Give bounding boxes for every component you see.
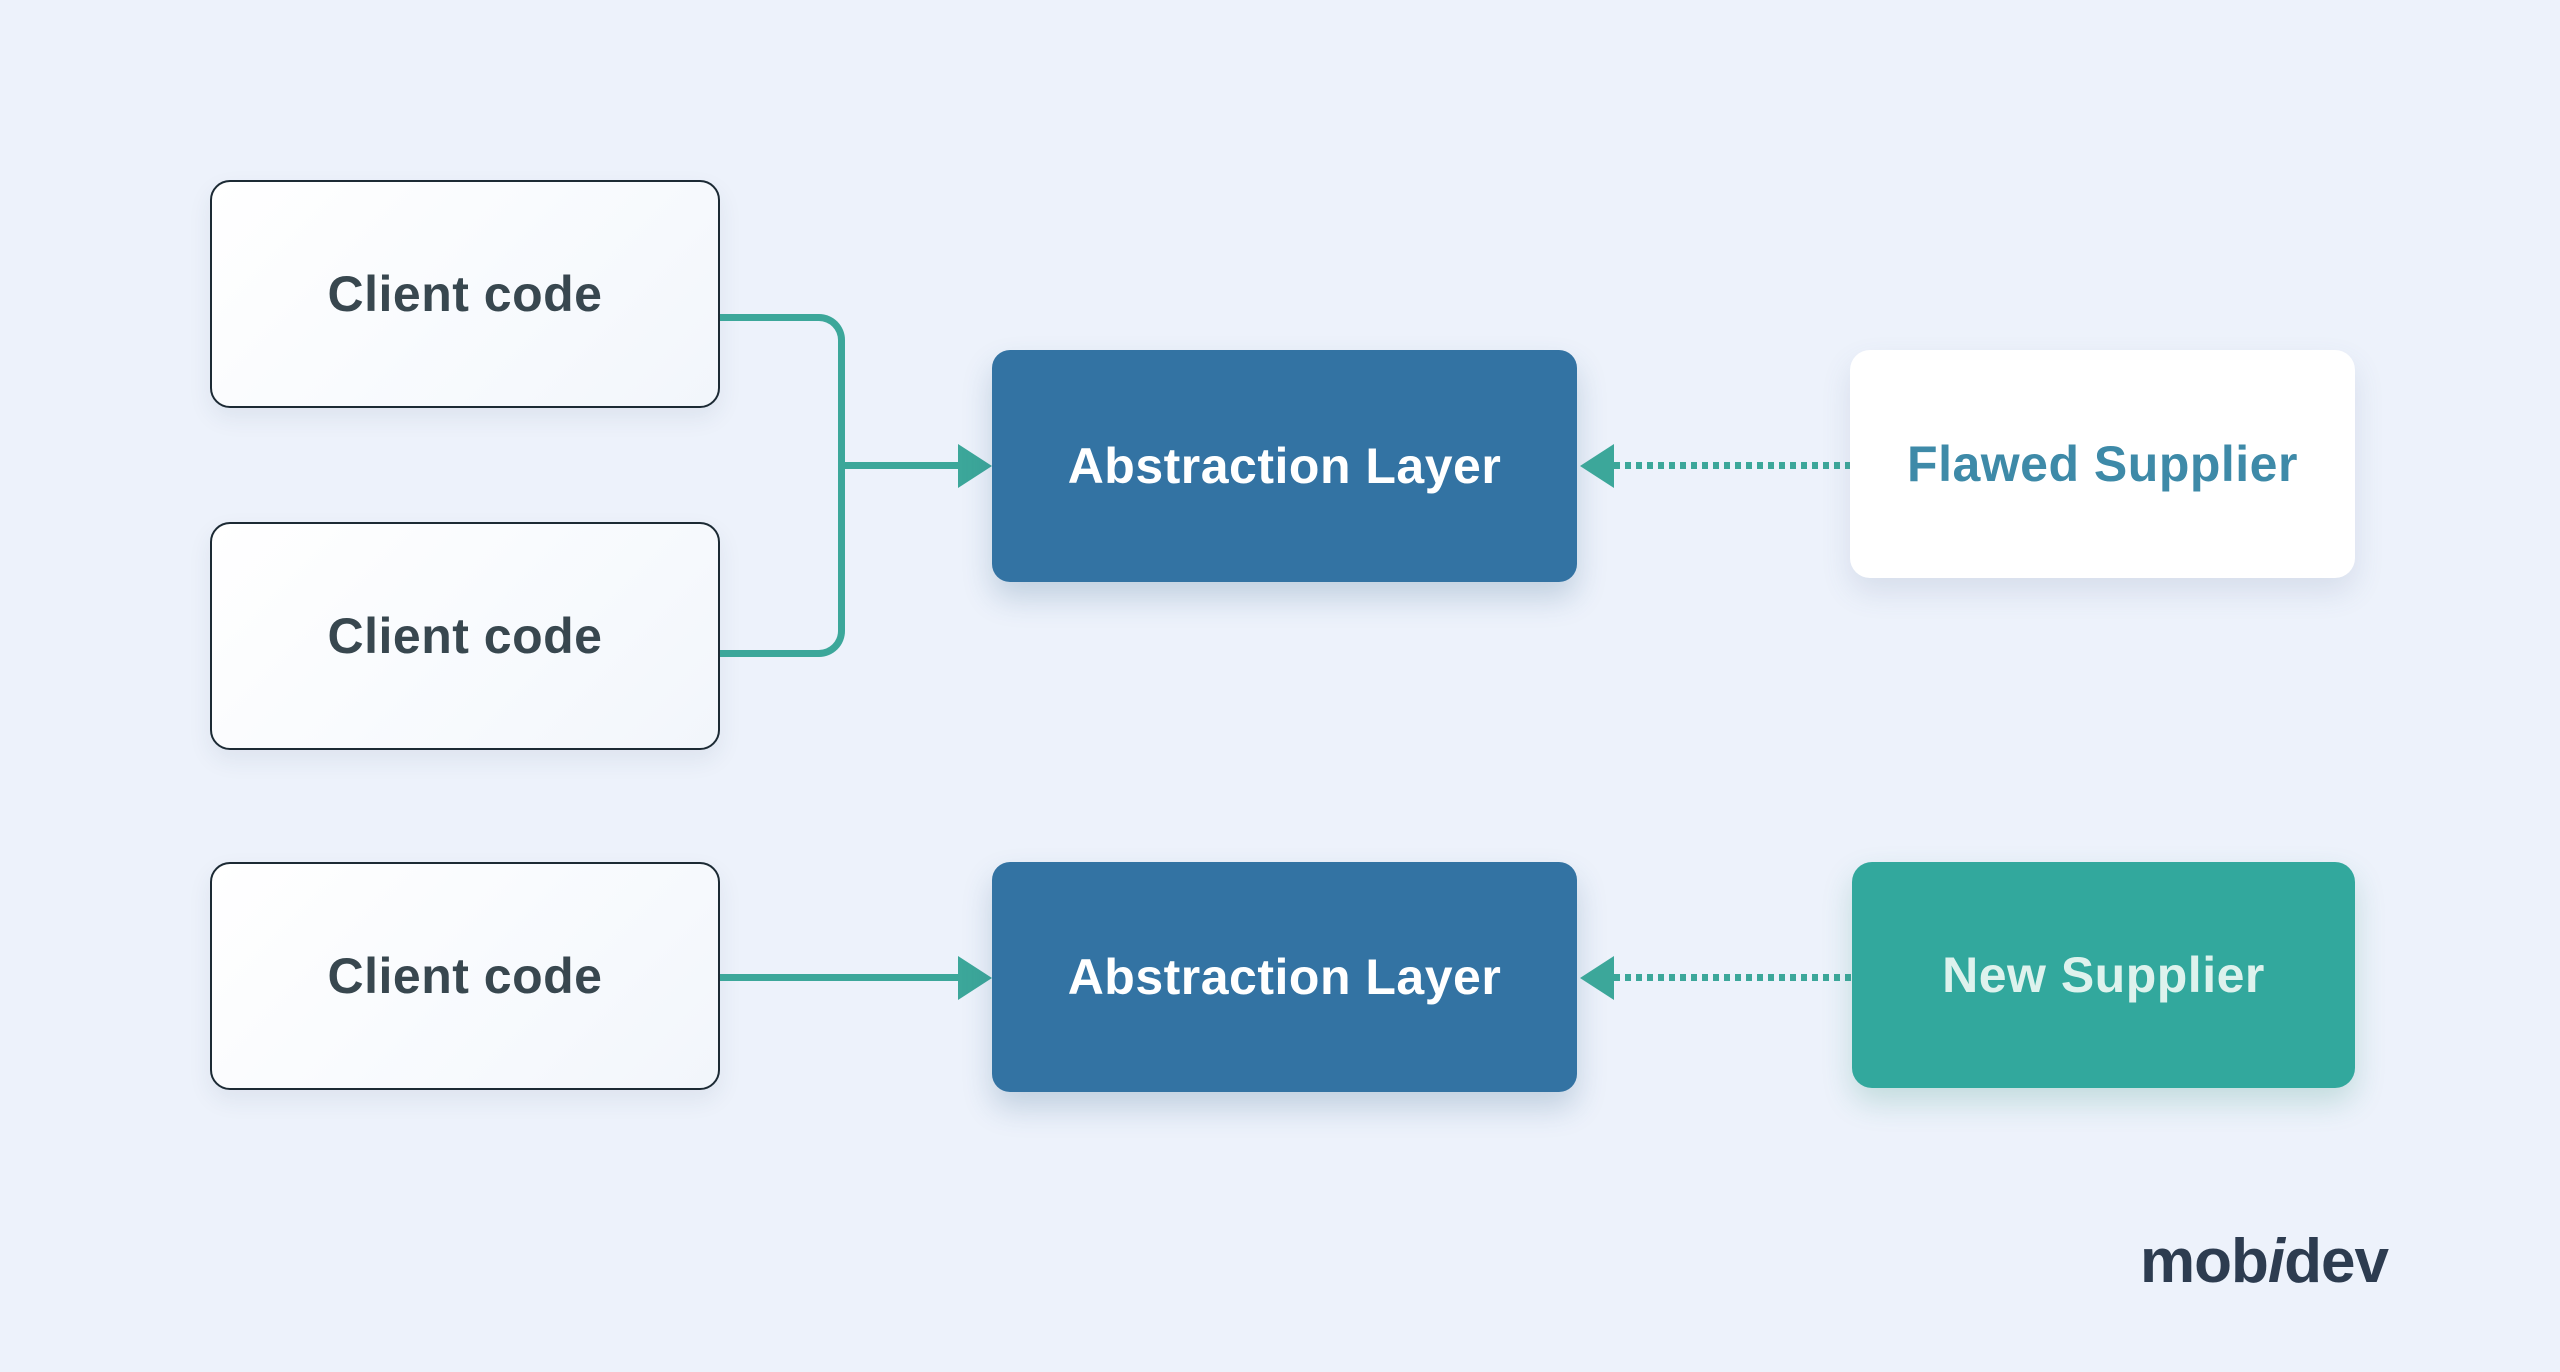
arrowhead-right-icon-top xyxy=(958,444,992,488)
connector-dotted-line-top xyxy=(1614,462,1850,469)
mobidev-logo-part3: dev xyxy=(2284,1227,2389,1296)
node-abstraction-layer-bottom-label: Abstraction Layer xyxy=(1067,949,1502,1005)
node-abstraction-layer-bottom: Abstraction Layer xyxy=(992,862,1577,1092)
node-client-code-middle-label: Client code xyxy=(327,608,603,664)
arrowhead-left-icon-bottom xyxy=(1580,956,1614,1000)
mobidev-logo: mobidev xyxy=(2140,1231,2389,1293)
node-client-code-bottom: Client code xyxy=(210,862,720,1090)
node-client-code-middle: Client code xyxy=(210,522,720,750)
node-abstraction-layer-top-label: Abstraction Layer xyxy=(1067,438,1502,494)
node-client-code-top-label: Client code xyxy=(327,266,603,322)
node-new-supplier: New Supplier xyxy=(1852,862,2355,1088)
mobidev-logo-part1: mob xyxy=(2140,1227,2269,1296)
mobidev-logo-italic-i: i xyxy=(2267,1227,2285,1296)
node-abstraction-layer-top: Abstraction Layer xyxy=(992,350,1577,582)
connector-solid-line-bottom xyxy=(720,974,958,981)
connector-solid-line-top xyxy=(845,462,960,469)
connector-elbow-top xyxy=(720,314,845,465)
connector-elbow-bottom xyxy=(720,465,845,657)
arrowhead-right-icon-bottom xyxy=(958,956,992,1000)
arrowhead-left-icon-top xyxy=(1580,444,1614,488)
connector-dotted-line-bottom xyxy=(1614,974,1852,981)
node-flawed-supplier-label: Flawed Supplier xyxy=(1907,436,2298,492)
node-flawed-supplier: Flawed Supplier xyxy=(1850,350,2355,578)
node-client-code-bottom-label: Client code xyxy=(327,948,603,1004)
node-client-code-top: Client code xyxy=(210,180,720,408)
node-new-supplier-label: New Supplier xyxy=(1942,947,2265,1003)
